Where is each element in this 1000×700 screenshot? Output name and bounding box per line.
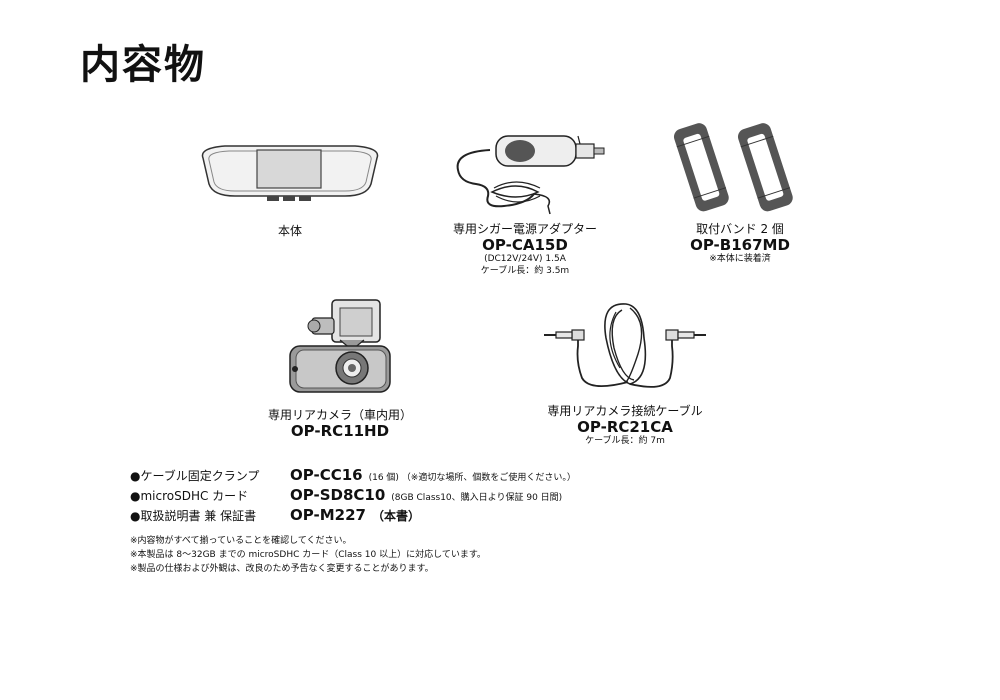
cigar-adapter-spec: (DC12V/24V) 1.5A — [484, 254, 566, 264]
accessory-list: ●ケーブル固定クランプ OP-CC16 (16 個) （※適切な場所、個数をご使… — [130, 466, 576, 526]
mounting-band-label: 取付バンド 2 個 — [696, 222, 784, 236]
item-rear-camera: 専用リアカメラ（車内用） OP-RC11HD — [240, 296, 440, 439]
cigar-adapter-cable-length: ケーブル長：約 3.5m — [480, 266, 570, 276]
cigar-adapter-label: 専用シガー電源アダプター — [452, 222, 597, 236]
footnote: ※本製品は 8～32GB までの microSDHC カード（Class 10 … — [130, 550, 486, 560]
accessory-row: ●ケーブル固定クランプ OP-CC16 (16 個) （※適切な場所、個数をご使… — [130, 466, 576, 486]
accessory-detail: （本書） — [371, 509, 420, 523]
rear-camera-cable-length: ケーブル長：約 7m — [585, 436, 665, 446]
item-mounting-band: 取付バンド 2 個 OP-B167MD ※本体に装着済 — [650, 118, 830, 265]
item-cigar-adapter: 専用シガー電源アダプター OP-CA15D (DC12V/24V) 1.5A ケ… — [430, 122, 620, 277]
rear-camera-image — [289, 299, 391, 393]
accessory-name: ●microSDHC カード — [130, 489, 249, 503]
accessory-code: OP-CC16 — [290, 466, 363, 484]
accessory-row: ●取扱説明書 兼 保証書 OP-M227 （本書） — [130, 506, 576, 526]
mirror-image — [201, 145, 379, 201]
rear-camera-cable-image — [544, 303, 706, 388]
mirror-label: 本体 — [277, 224, 302, 238]
accessory-detail: (8GB Class10、購入日より保証 90 日間) — [391, 493, 563, 503]
cigar-adapter-image — [456, 135, 605, 215]
accessory-name: ●ケーブル固定クランプ — [130, 469, 260, 483]
accessory-name: ●取扱説明書 兼 保証書 — [130, 509, 257, 523]
rear-camera-model: OP-RC11HD — [290, 422, 390, 440]
footnote: ※製品の仕様および外観は、改良のため予告なく変更することがあります。 — [130, 564, 434, 574]
rear-camera-cable-label: 専用リアカメラ接続ケーブル — [547, 404, 703, 418]
accessory-detail: (16 個) （※適切な場所、個数をご使用ください。） — [368, 473, 576, 483]
accessory-code: OP-M227 — [290, 506, 366, 524]
accessory-code: OP-SD8C10 — [290, 486, 386, 504]
accessory-row: ●microSDHC カード OP-SD8C10 (8GB Class10、購入… — [130, 486, 576, 506]
rear-camera-cable-model: OP-RC21CA — [577, 418, 673, 436]
cigar-adapter-model: OP-CA15D — [482, 236, 568, 254]
page-title: 内容物 — [80, 42, 206, 88]
footnotes: ※内容物がすべて揃っていることを確認してください。 ※本製品は 8～32GB ま… — [130, 534, 486, 576]
item-rear-camera-cable: 専用リアカメラ接続ケーブル OP-RC21CA ケーブル長：約 7m — [530, 298, 720, 447]
mounting-band-note: ※本体に装着済 — [709, 254, 771, 264]
footnote: ※内容物がすべて揃っていることを確認してください。 — [130, 536, 352, 546]
mounting-band-model: OP-B167MD — [690, 236, 790, 254]
mounting-band-image — [673, 123, 793, 212]
rear-camera-label: 専用リアカメラ（車内用） — [267, 408, 412, 422]
item-mirror: 本体 — [195, 140, 385, 239]
